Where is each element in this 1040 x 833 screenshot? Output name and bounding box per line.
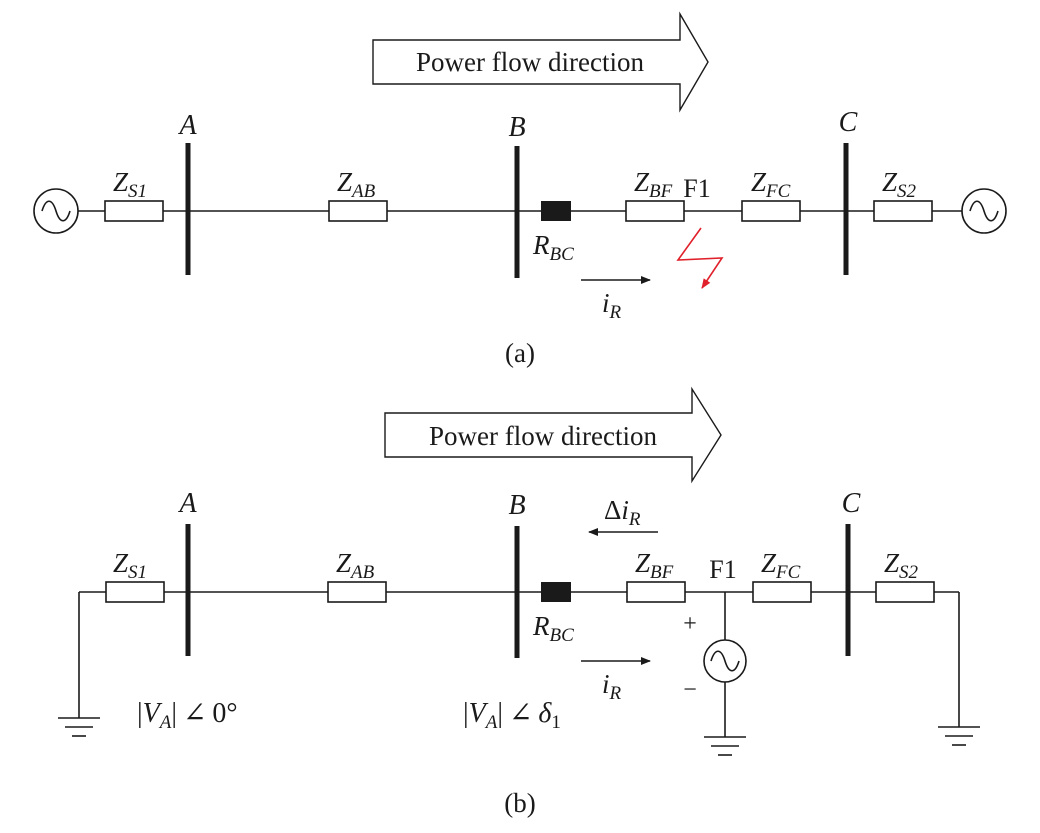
label-zs2-a: ZS2 [882, 167, 917, 202]
relay-label-a: RBC [532, 230, 574, 265]
impedance-zfc-a [741, 200, 801, 222]
current-label-b: iR [602, 669, 622, 704]
label-zs1-b: ZS1 [113, 548, 147, 583]
sine-icon [710, 650, 740, 672]
label-zs1-a: ZS1 [113, 167, 147, 202]
label-zs2-b: ZS2 [884, 548, 919, 583]
relay-rbc-a [541, 201, 571, 221]
label-zab-a: ZAB [337, 167, 376, 202]
fault-label-a: F1 [683, 174, 710, 203]
impedance-zs2-a [873, 200, 933, 222]
diagram-a: Power flow direction A B [33, 11, 1007, 368]
sine-icon [41, 200, 71, 222]
caption-a: (a) [505, 338, 535, 368]
voltage-label-b: |VA|∠δ1 [463, 698, 561, 733]
source-left-a [33, 188, 79, 234]
ground-icon [704, 736, 746, 756]
power-flow-arrow-a: Power flow direction [372, 11, 709, 113]
label-zab-b: ZAB [336, 548, 375, 583]
bus-label-a: A [177, 110, 197, 141]
caption-b: (b) [504, 788, 535, 818]
sine-icon [969, 200, 999, 222]
minus-sign: − [683, 677, 697, 703]
impedance-zfc-b [752, 581, 812, 603]
diagram-b: Power flow direction [58, 386, 980, 818]
fault-source-b [703, 639, 747, 683]
ground-icon [58, 717, 100, 737]
current-label-a: iR [602, 288, 622, 323]
label-zbf-b: ZBF [635, 548, 674, 583]
impedance-zbf-b [626, 581, 686, 603]
label-zfc-a: ZFC [751, 167, 791, 202]
power-flow-label-b: Power flow direction [429, 421, 657, 451]
power-flow-arrow-b: Power flow direction [384, 386, 722, 484]
impedance-zs1-a [104, 200, 164, 222]
bus-label-a: A [177, 488, 197, 519]
fault-bolt-icon [676, 227, 724, 289]
label-zbf-a: ZBF [634, 167, 673, 202]
bus-label-b: B [508, 490, 525, 521]
impedance-zab-b [327, 581, 387, 603]
impedance-zs1-b [105, 581, 165, 603]
plus-sign: + [683, 611, 697, 637]
relay-rbc-b [541, 582, 571, 602]
power-flow-label-a: Power flow direction [416, 47, 644, 77]
voltage-label-a: |VA|∠0° [137, 698, 238, 733]
impedance-zab-a [328, 200, 388, 222]
delta-current-label: ΔiR [604, 495, 641, 530]
ground-icon [938, 726, 980, 746]
relay-label-b: RBC [532, 611, 574, 646]
fault-label-b: F1 [709, 555, 736, 584]
impedance-zs2-b [875, 581, 935, 603]
label-zfc-b: ZFC [761, 548, 801, 583]
source-right-a [961, 188, 1007, 234]
bus-label-b: B [508, 112, 525, 143]
bus-label-c: C [842, 488, 861, 519]
bus-label-c: C [839, 107, 858, 138]
impedance-zbf-a [625, 200, 685, 222]
